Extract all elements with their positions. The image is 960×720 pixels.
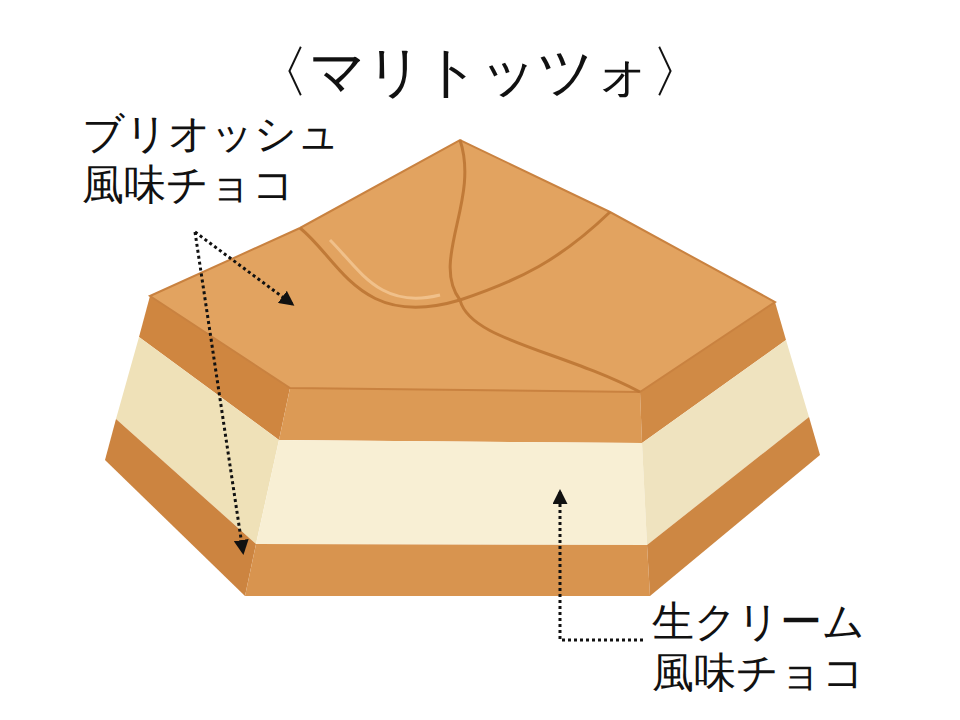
part-label: ブリオッシュ 風味チョコ — [82, 108, 351, 210]
front-face-bottom — [245, 544, 650, 596]
leader-line — [560, 492, 643, 640]
swirl-line — [460, 300, 640, 392]
title: 〈マリトッツォ〉 — [253, 38, 707, 105]
front-face-cream — [256, 440, 647, 545]
left-face-bottom — [105, 419, 256, 596]
leader-line — [195, 232, 292, 304]
right-face-bottom — [647, 417, 820, 596]
front-face-top — [279, 388, 642, 443]
part-label: 生クリーム 風味チョコ — [652, 596, 887, 698]
swirl-line — [450, 140, 465, 300]
swirl-highlight — [330, 240, 440, 298]
leader-line — [195, 232, 243, 552]
